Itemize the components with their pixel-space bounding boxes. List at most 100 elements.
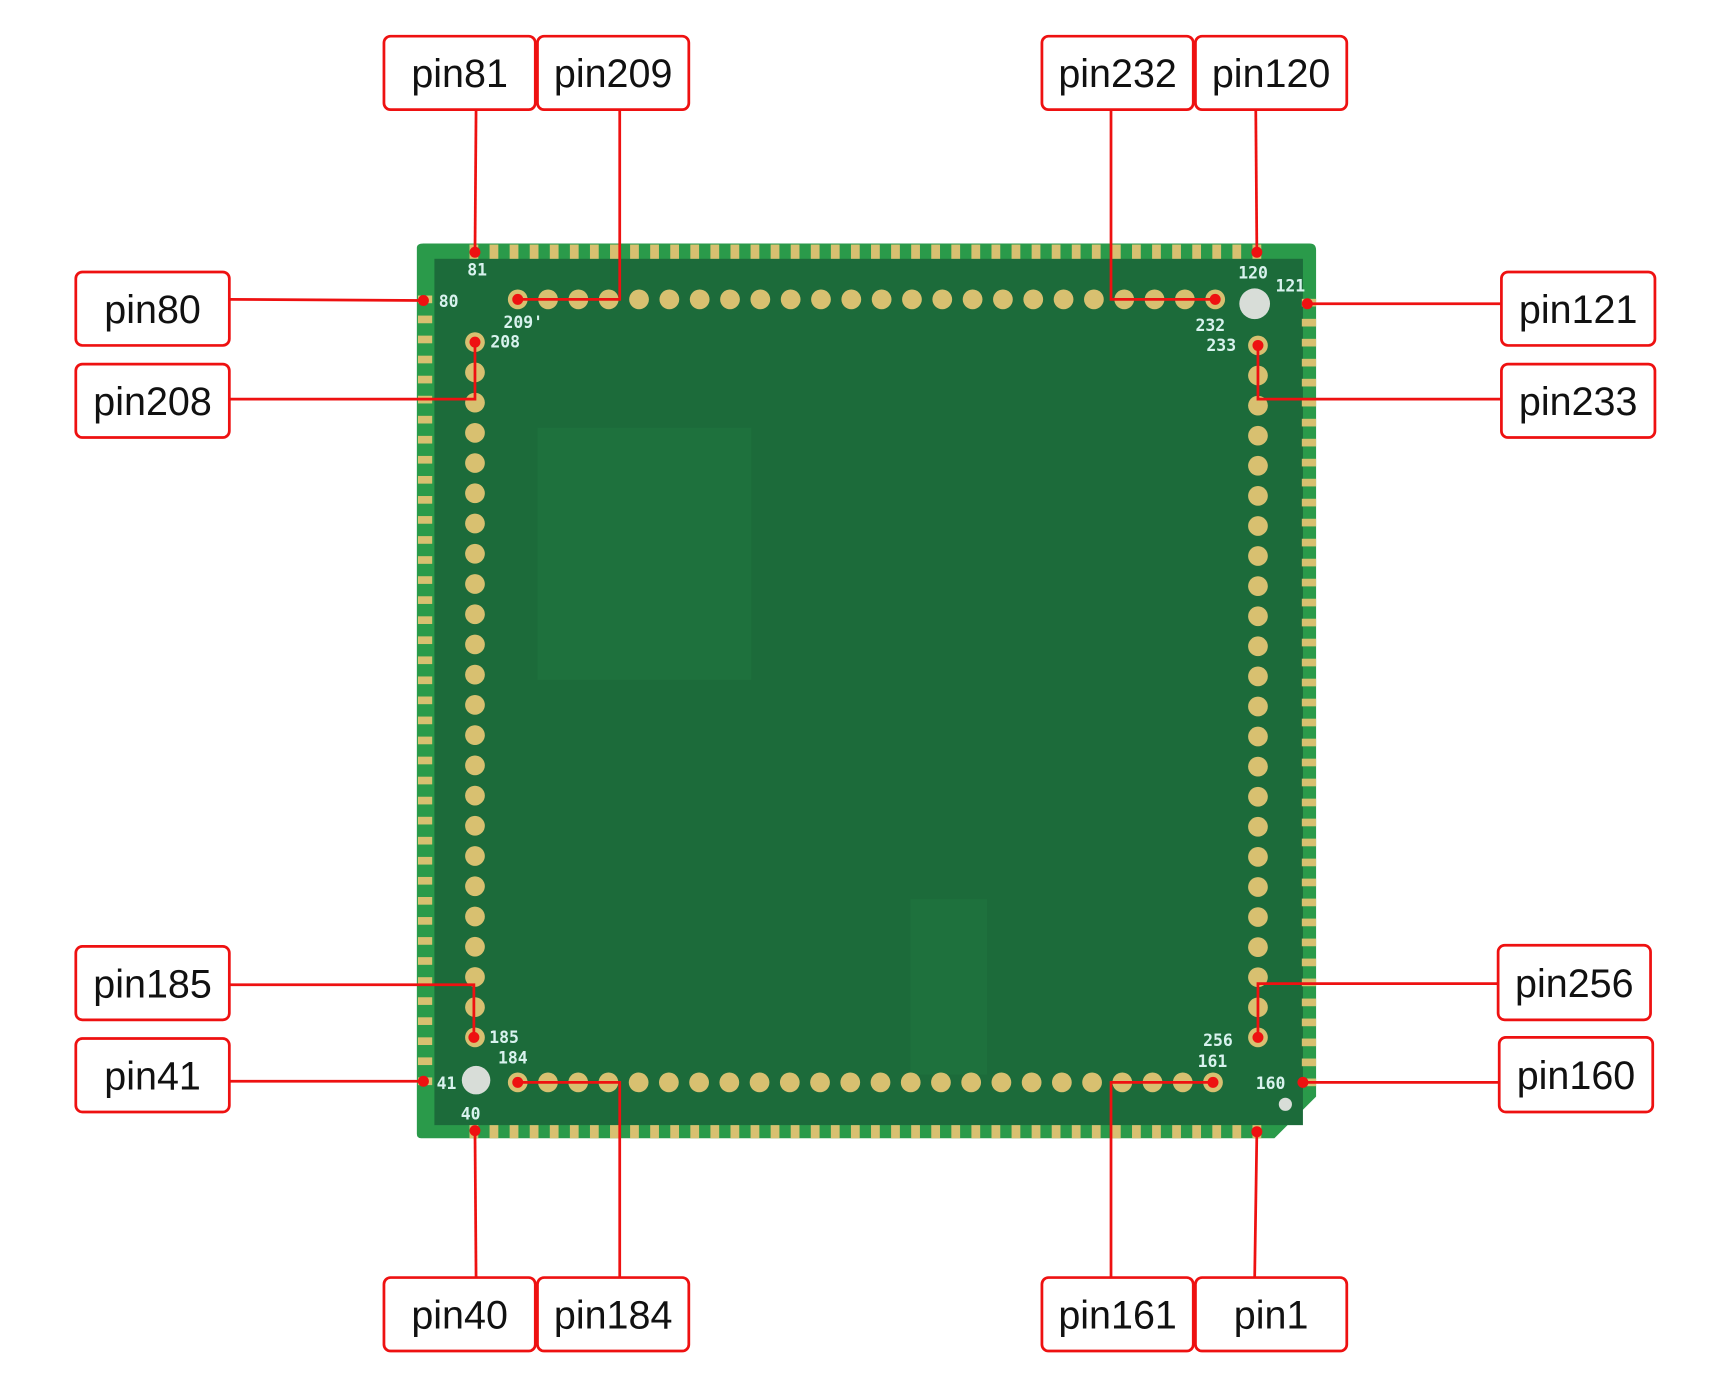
- edge-pad: [1301, 578, 1317, 587]
- callout-pin185: pin185: [74, 945, 231, 1022]
- edge-pad: [710, 1125, 720, 1139]
- inner-pad: [465, 695, 485, 715]
- inner-pad: [991, 1072, 1012, 1093]
- edge-pad: [670, 244, 680, 259]
- callout-box: [1194, 34, 1349, 112]
- leader-line-pin161: [1109, 1080, 1213, 1278]
- inner-pad: [1248, 816, 1268, 837]
- edge-pad: [971, 1125, 981, 1139]
- edge-pad: [1301, 818, 1317, 827]
- silk-81: 81: [467, 260, 487, 279]
- callout-box: [74, 362, 231, 439]
- pin-marker-pin160: [1297, 1076, 1309, 1088]
- inner-pad: [1084, 289, 1104, 310]
- edge-pad: [1091, 1125, 1101, 1139]
- callout-pin256: pin256: [1496, 943, 1652, 1022]
- callout-label: pin161: [1058, 1294, 1177, 1338]
- edge-pad: [417, 596, 433, 604]
- inner-pad: [628, 1072, 649, 1093]
- inner-pad: [465, 543, 485, 564]
- edge-pad: [850, 1125, 860, 1139]
- edge-pad: [417, 676, 433, 685]
- edge-pad: [790, 1125, 800, 1139]
- edge-pad: [417, 756, 433, 765]
- leader-lines: [229, 109, 1502, 1278]
- edge-pad: [1301, 738, 1317, 747]
- callout-label: pin1: [1234, 1294, 1309, 1338]
- edge-pad: [1301, 1018, 1317, 1027]
- inner-pad: [1248, 937, 1268, 958]
- edge-pad: [1301, 698, 1317, 707]
- inner-pad: [841, 289, 862, 310]
- inner-pad: [1248, 425, 1268, 446]
- callout-box: [1040, 1276, 1195, 1353]
- edge-pad: [1301, 958, 1317, 967]
- inner-pad: [465, 967, 485, 987]
- inner-pad: [465, 906, 485, 927]
- edge-pad: [417, 776, 433, 785]
- edge-pad: [1301, 598, 1317, 607]
- callout-box: [382, 1276, 537, 1353]
- callout-box: [536, 1276, 691, 1353]
- inner-pad: [749, 1072, 770, 1093]
- callout-box: [1497, 1036, 1655, 1114]
- edge-pad: [1301, 718, 1317, 727]
- callout-pin40: pin40: [382, 1276, 537, 1353]
- edge-pad: [1301, 658, 1317, 667]
- inner-pad: [1248, 907, 1268, 927]
- mounting-hole: [461, 1065, 491, 1095]
- callout-pin160: pin160: [1497, 1036, 1655, 1114]
- edge-pad: [1301, 898, 1317, 907]
- callout-label: pin232: [1058, 52, 1177, 96]
- edge-pad: [790, 244, 800, 259]
- leader-line-pin80: [229, 298, 424, 302]
- silk-40: 40: [461, 1105, 481, 1124]
- callout-pin209: pin209: [536, 34, 691, 112]
- edge-pad: [417, 836, 433, 845]
- edge-pad: [1232, 244, 1242, 259]
- edge-pad: [417, 876, 433, 885]
- inner-pad: [465, 876, 485, 897]
- pin-marker-pin81: [469, 246, 481, 258]
- edge-pad: [931, 244, 941, 259]
- edge-pad: [417, 576, 433, 584]
- pin-marker-pin41: [417, 1075, 429, 1087]
- edge-pad: [630, 244, 639, 259]
- callout-pin41: pin41: [74, 1037, 231, 1114]
- mounting-hole: [1278, 1097, 1292, 1111]
- edge-pad: [1212, 244, 1222, 259]
- callout-box: [536, 34, 691, 112]
- inner-pad: [1248, 455, 1268, 476]
- edge-pad: [931, 1125, 941, 1139]
- inner-pad: [1248, 606, 1268, 627]
- edge-pad: [1132, 244, 1141, 259]
- inner-pad: [1248, 847, 1268, 867]
- callout-pin81: pin81: [382, 34, 537, 112]
- callout-box: [74, 270, 231, 347]
- leader-line-pin81: [473, 109, 478, 253]
- edge-pad: [417, 736, 433, 745]
- edge-pad: [830, 244, 840, 259]
- edge-pad: [1301, 798, 1317, 807]
- inner-pad: [629, 289, 649, 310]
- inner-pad: [465, 574, 485, 594]
- leader-line-pin232: [1109, 109, 1216, 301]
- edge-pad: [1071, 1125, 1081, 1139]
- edge-pad: [1301, 518, 1317, 527]
- callout-box: [74, 1037, 231, 1114]
- edge-pad: [1301, 938, 1317, 947]
- edge-pad: [610, 1125, 619, 1139]
- pin-marker-pin185: [468, 1031, 480, 1043]
- edge-pad: [750, 244, 760, 259]
- callout-label: pin81: [411, 52, 508, 96]
- edge-pad: [1152, 244, 1161, 259]
- edge-pad: [417, 556, 433, 564]
- inner-pad: [1051, 1072, 1072, 1093]
- edge-pad: [991, 1125, 1001, 1139]
- callout-label: pin184: [554, 1294, 673, 1338]
- edge-pad: [1301, 458, 1317, 467]
- inner-pad: [1248, 485, 1268, 506]
- inner-pad: [465, 422, 485, 443]
- callout-label: pin208: [93, 380, 212, 424]
- mounting-hole: [1239, 288, 1271, 320]
